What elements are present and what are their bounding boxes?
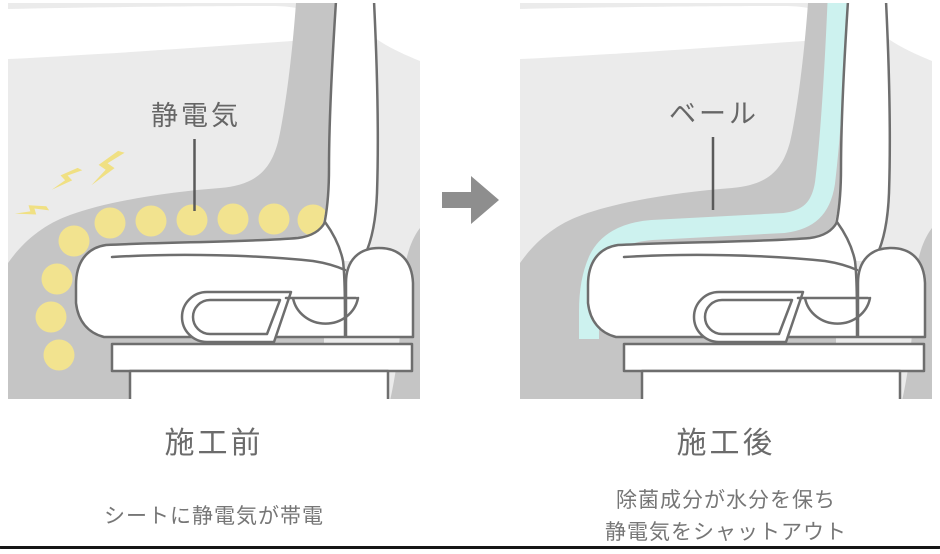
- static-dots: [35, 203, 329, 371]
- arrow-right-icon: [442, 176, 499, 224]
- title-before: 施工前: [164, 427, 264, 460]
- caption-line: 除菌成分が水分を保ち: [616, 489, 836, 512]
- caption-line: シートに静電気が帯電: [104, 505, 324, 528]
- panel-before: 静電気: [8, 3, 420, 399]
- panel-after: ベール: [520, 3, 932, 399]
- after-seat-illustration: ベール: [520, 3, 932, 399]
- title-after: 施工後: [676, 427, 776, 460]
- before-seat-illustration: 静電気: [8, 3, 420, 399]
- caption-line: 静電気をシャットアウト: [605, 521, 847, 544]
- caption-after: 除菌成分が水分を保ち 静電気をシャットアウト: [520, 484, 932, 550]
- annotation-static: 静電気: [151, 101, 241, 131]
- annotation-veil: ベール: [669, 99, 759, 129]
- caption-before: シートに静電気が帯電: [8, 484, 420, 550]
- section-divider-line: [0, 546, 940, 549]
